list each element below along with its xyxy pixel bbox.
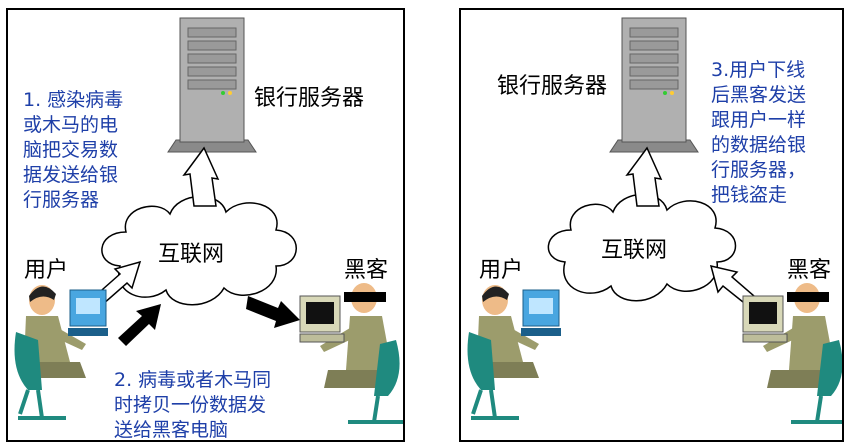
hacker-person-icon bbox=[742, 283, 842, 424]
step1-text: 1. 感染病毒 或木马的电 脑把交易数 据发送给银 行服务器 bbox=[23, 89, 124, 211]
left-panel: 1. 感染病毒 或木马的电 脑把交易数 据发送给银 行服务器 银行服务器 互联网… bbox=[6, 8, 405, 442]
upload-arrow-icon bbox=[625, 146, 663, 207]
hacker-person-icon bbox=[299, 283, 403, 424]
step2-text: 2. 病毒或者木马同 时拷贝一份数据发 送给黑客电脑 bbox=[114, 369, 272, 441]
copy-arrow-to-hacker-icon bbox=[246, 296, 300, 328]
internet-cloud-icon bbox=[101, 195, 297, 306]
step3-text: 3.用户下线 后黑客发送 跟用户一样 的数据给银 行服务器， 把钱盗走 bbox=[711, 59, 807, 206]
internet-label: 互联网 bbox=[601, 238, 668, 263]
right-panel: 银行服务器 3.用户下线 后黑客发送 跟用户一样 的数据给银 行服务器， 把钱盗… bbox=[459, 8, 844, 442]
internet-label: 互联网 bbox=[158, 242, 225, 267]
right-diagram-graphics bbox=[467, 17, 842, 424]
bank-server-label: 银行服务器 bbox=[497, 74, 608, 99]
left-diagram-graphics bbox=[14, 17, 403, 424]
bank-server-icon bbox=[167, 17, 257, 153]
copy-arrow-to-user-icon bbox=[118, 304, 161, 346]
bank-server-label: 银行服务器 bbox=[254, 86, 365, 111]
user-label: 用户 bbox=[479, 258, 524, 283]
bank-server-icon bbox=[609, 17, 699, 153]
hacker-label: 黑客 bbox=[787, 258, 832, 283]
user-label: 用户 bbox=[24, 258, 69, 283]
hacker-label: 黑客 bbox=[344, 258, 389, 283]
user-person-icon bbox=[14, 285, 108, 420]
internet-cloud-icon bbox=[547, 193, 737, 302]
user-person-icon bbox=[467, 285, 561, 420]
upload-arrow-icon bbox=[182, 146, 220, 207]
